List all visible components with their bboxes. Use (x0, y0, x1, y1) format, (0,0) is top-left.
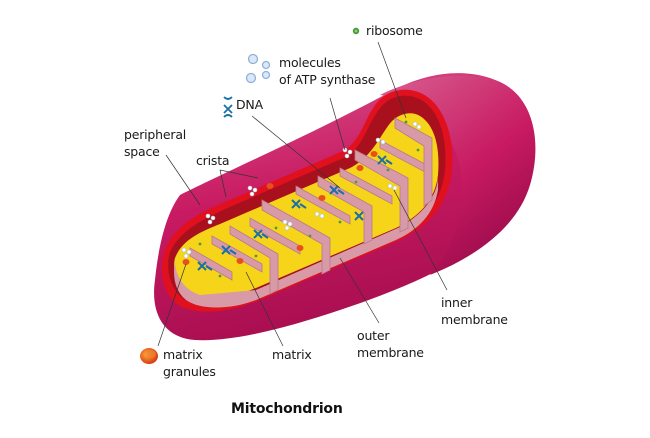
label-inner-membrane: inner membrane (441, 295, 508, 327)
label-molecules-atp-synthase: molecules of ATP synthase (279, 55, 376, 87)
label-outer-membrane: outer membrane (357, 328, 424, 360)
leader-lines (157, 41, 448, 347)
ribosome-dots (198, 120, 420, 278)
diagram-title: Mitochondrion (231, 401, 343, 417)
label-matrix-granules: matrix granules (163, 347, 216, 379)
label-matrix: matrix (272, 347, 312, 362)
atp-synthase-icon (245, 53, 271, 84)
matrix-granule-icon (140, 348, 158, 364)
label-crista: crista (196, 153, 230, 168)
label-ribosome: ribosome (366, 23, 423, 38)
dna-icon (223, 96, 233, 118)
label-dna: DNA (236, 97, 263, 112)
dna-strands (197, 155, 393, 271)
matrix-granule-dots (182, 151, 378, 265)
cristae (189, 117, 433, 295)
label-peripheral-space: peripheral space (124, 127, 187, 159)
atp-synthase-clusters (181, 121, 422, 259)
ribosome-icon (352, 27, 360, 35)
